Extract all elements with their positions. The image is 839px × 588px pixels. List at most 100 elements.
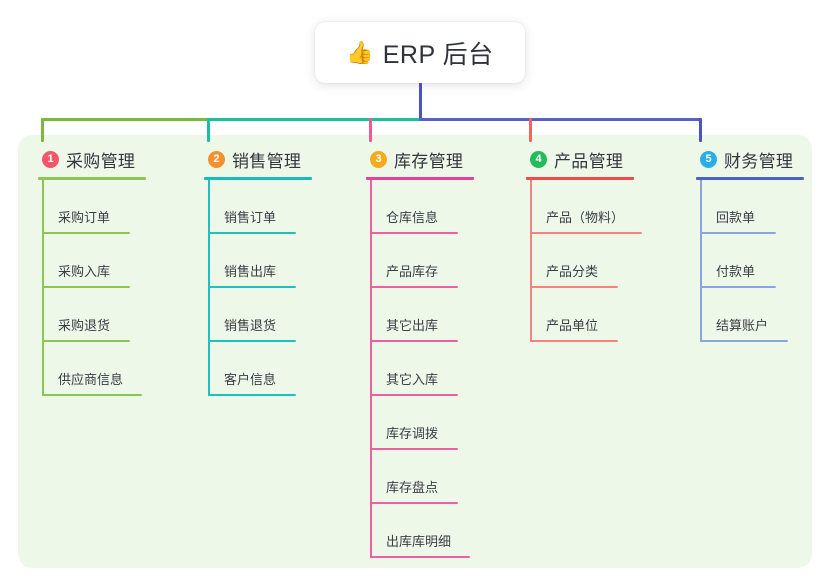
branch-item[interactable]: 回款单 xyxy=(700,180,804,234)
branch-item-underline xyxy=(370,448,458,450)
root-stem-line xyxy=(419,81,422,121)
branch-header-purchase[interactable]: 1 采购管理 xyxy=(38,148,146,171)
branch-item-underline xyxy=(370,340,458,342)
branch-item-label: 其它出库 xyxy=(386,318,439,333)
branch-item-label: 库存调拨 xyxy=(386,426,439,441)
branch-item[interactable]: 结算账户 xyxy=(700,288,804,342)
branch-item[interactable]: 采购入库 xyxy=(42,234,146,288)
branch-title-purchase: 采购管理 xyxy=(66,151,136,171)
branch-item-label: 销售订单 xyxy=(224,210,277,225)
branch-title-product: 产品管理 xyxy=(554,151,624,171)
branch-item-underline xyxy=(42,286,130,288)
branch-item-label: 结算账户 xyxy=(716,318,769,333)
segment-green xyxy=(41,118,208,121)
branch-item-label: 产品分类 xyxy=(546,264,599,279)
branch-item-label: 产品库存 xyxy=(386,264,439,279)
branch-item[interactable]: 供应商信息 xyxy=(42,342,146,396)
drop-finance xyxy=(699,118,702,142)
branch-underline-finance xyxy=(696,177,804,180)
branch-item-label: 采购订单 xyxy=(58,210,111,225)
branch-item-label: 采购入库 xyxy=(58,264,111,279)
branch-item-label: 库存盘点 xyxy=(386,480,439,495)
branch-item[interactable]: 其它出库 xyxy=(370,288,474,342)
branch-item-label: 供应商信息 xyxy=(58,372,124,387)
branch-item[interactable]: 产品库存 xyxy=(370,234,474,288)
branch-item-label: 销售出库 xyxy=(224,264,277,279)
branch-item-label: 客户信息 xyxy=(224,372,277,387)
branch-item-label: 仓库信息 xyxy=(386,210,439,225)
branch-item[interactable]: 库存盘点 xyxy=(370,450,474,504)
branch-item[interactable]: 采购退货 xyxy=(42,288,146,342)
branch-item-underline xyxy=(370,232,458,234)
root-node-card[interactable]: 👍 ERP 后台 xyxy=(315,22,525,83)
branch-items-finance: 回款单付款单结算账户 xyxy=(700,180,804,342)
branch-header-inventory[interactable]: 3 库存管理 xyxy=(366,148,474,171)
branch-number-badge-inventory: 3 xyxy=(370,150,387,168)
branch-items-product: 产品（物料） 产品分类产品单位 xyxy=(530,180,642,342)
branch-underline-purchase xyxy=(38,177,146,180)
branch-item[interactable]: 销售出库 xyxy=(208,234,312,288)
branch-item[interactable]: 产品（物料） xyxy=(530,180,642,234)
branch-item-label: 回款单 xyxy=(716,210,756,225)
branch-inventory[interactable]: 3 库存管理仓库信息产品库存其它出库其它入库库存调拨库存盘点出库库明细 xyxy=(366,148,474,558)
branch-item-underline xyxy=(42,232,130,234)
branch-item-underline xyxy=(530,286,618,288)
branch-item[interactable]: 出库库明细 xyxy=(370,504,474,558)
branch-item[interactable]: 仓库信息 xyxy=(370,180,474,234)
branch-items-inventory: 仓库信息产品库存其它出库其它入库库存调拨库存盘点出库库明细 xyxy=(370,180,474,558)
branch-item-underline xyxy=(42,394,142,396)
branch-item-underline xyxy=(370,394,458,396)
branch-spine-purchase xyxy=(42,180,44,396)
branch-item[interactable]: 销售订单 xyxy=(208,180,312,234)
branch-item-label: 产品单位 xyxy=(546,318,599,333)
segment-teal xyxy=(207,118,421,121)
branch-title-inventory: 库存管理 xyxy=(394,151,464,171)
branch-spine-inventory xyxy=(370,180,372,558)
branch-item[interactable]: 采购订单 xyxy=(42,180,146,234)
drop-purchase xyxy=(41,118,44,142)
branch-item-underline xyxy=(700,340,788,342)
branch-item[interactable]: 销售退货 xyxy=(208,288,312,342)
branch-spine-sales xyxy=(208,180,210,396)
branch-underline-inventory xyxy=(366,177,474,180)
branch-items-sales: 销售订单销售出库销售退货客户信息 xyxy=(208,180,312,396)
diagram-panel xyxy=(18,135,812,568)
root-node-content: 👍 ERP 后台 xyxy=(346,35,493,71)
branch-underline-sales xyxy=(204,177,312,180)
branch-item-underline xyxy=(370,286,458,288)
branch-item[interactable]: 客户信息 xyxy=(208,342,312,396)
branch-item-underline xyxy=(700,232,776,234)
branch-item[interactable]: 产品分类 xyxy=(530,234,634,288)
branch-item-underline xyxy=(370,556,470,558)
thumbs-up-icon: 👍 xyxy=(346,39,374,65)
branch-item[interactable]: 其它入库 xyxy=(370,342,474,396)
branch-item-underline xyxy=(530,340,618,342)
branch-item-label: 其它入库 xyxy=(386,372,439,387)
branch-title-sales: 销售管理 xyxy=(232,151,302,171)
branch-item-underline xyxy=(208,394,296,396)
drop-inventory xyxy=(369,118,372,142)
branch-item-underline xyxy=(208,340,296,342)
branch-product[interactable]: 4 产品管理产品（物料） 产品分类产品单位 xyxy=(526,148,642,342)
branch-header-product[interactable]: 4 产品管理 xyxy=(526,148,634,171)
branch-item-underline xyxy=(370,502,458,504)
branch-spine-finance xyxy=(700,180,702,342)
branch-number-badge-product: 4 xyxy=(530,150,547,168)
drop-product xyxy=(529,118,532,142)
branch-number-badge-purchase: 1 xyxy=(42,150,59,168)
branch-number-badge-finance: 5 xyxy=(700,150,717,168)
root-node-title: ERP 后台 xyxy=(382,40,494,69)
branch-item-label: 销售退货 xyxy=(224,318,277,333)
branch-spine-product xyxy=(530,180,532,342)
branch-item[interactable]: 库存调拨 xyxy=(370,396,474,450)
branch-item[interactable]: 付款单 xyxy=(700,234,804,288)
segment-indigo xyxy=(419,118,702,121)
branch-purchase[interactable]: 1 采购管理采购订单采购入库采购退货供应商信息 xyxy=(38,148,146,396)
branch-item[interactable]: 产品单位 xyxy=(530,288,634,342)
branch-items-purchase: 采购订单采购入库采购退货供应商信息 xyxy=(42,180,146,396)
